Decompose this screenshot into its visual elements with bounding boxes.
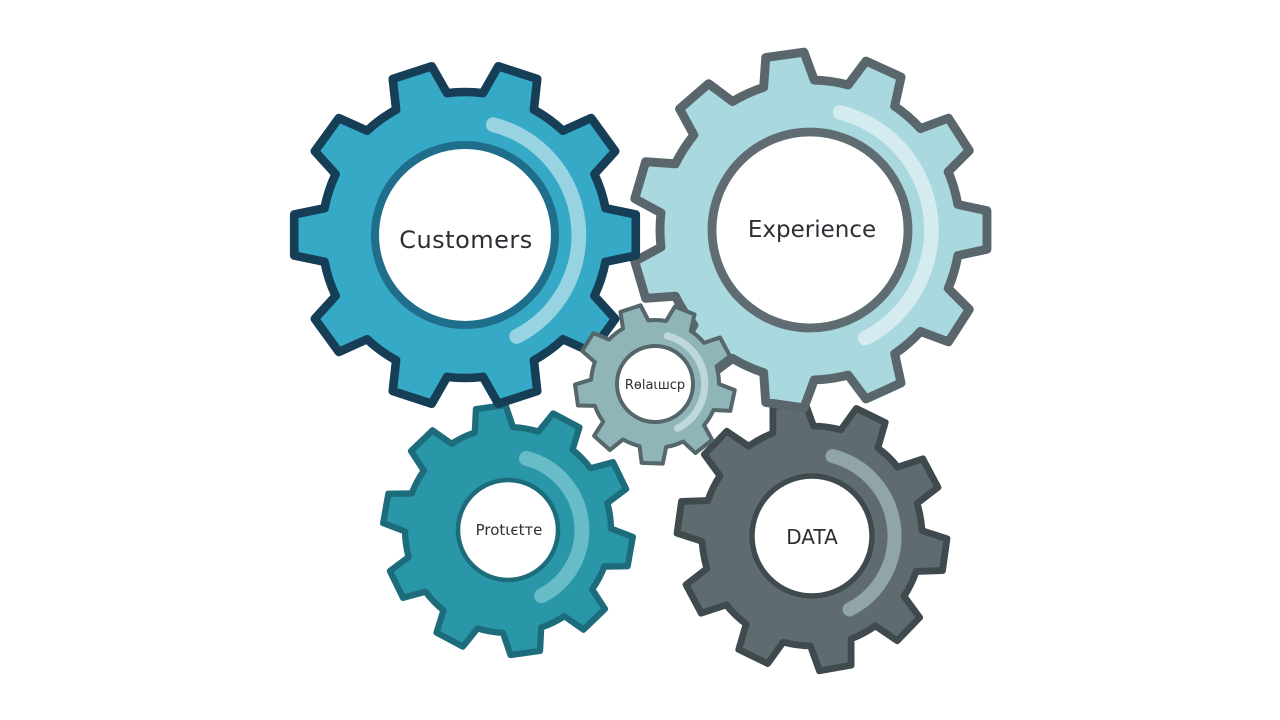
gear-customers: Customers (289, 61, 641, 409)
gear-experience-label: Experience (748, 217, 876, 243)
gear-relationship-highlight (663, 332, 709, 432)
gear-protect-hub (455, 477, 561, 583)
gear-data-highlight (825, 449, 902, 617)
gear-relationship-hub (615, 344, 695, 424)
gear-customers-label: Customers (399, 226, 533, 254)
gear-protect-label: Protɩєtте (476, 521, 543, 539)
gear-relationship: Rѳlaɩшcp (573, 303, 737, 466)
gear-data-hub (749, 473, 875, 599)
gear-data-label: DATA (786, 525, 838, 549)
gear-protect-highlight (518, 451, 590, 604)
gear-customers-hub (370, 140, 560, 330)
gear-customers-highlight (485, 117, 587, 344)
gear-experience-highlight (832, 105, 939, 346)
gear-data: DATA (673, 397, 951, 675)
gear-experience: Experience (630, 47, 992, 413)
gear-experience-hub (707, 127, 913, 333)
gear-relationship-label: Rѳlaɩшcp (625, 378, 685, 393)
gear-protect: Protɩєtте (380, 401, 636, 659)
